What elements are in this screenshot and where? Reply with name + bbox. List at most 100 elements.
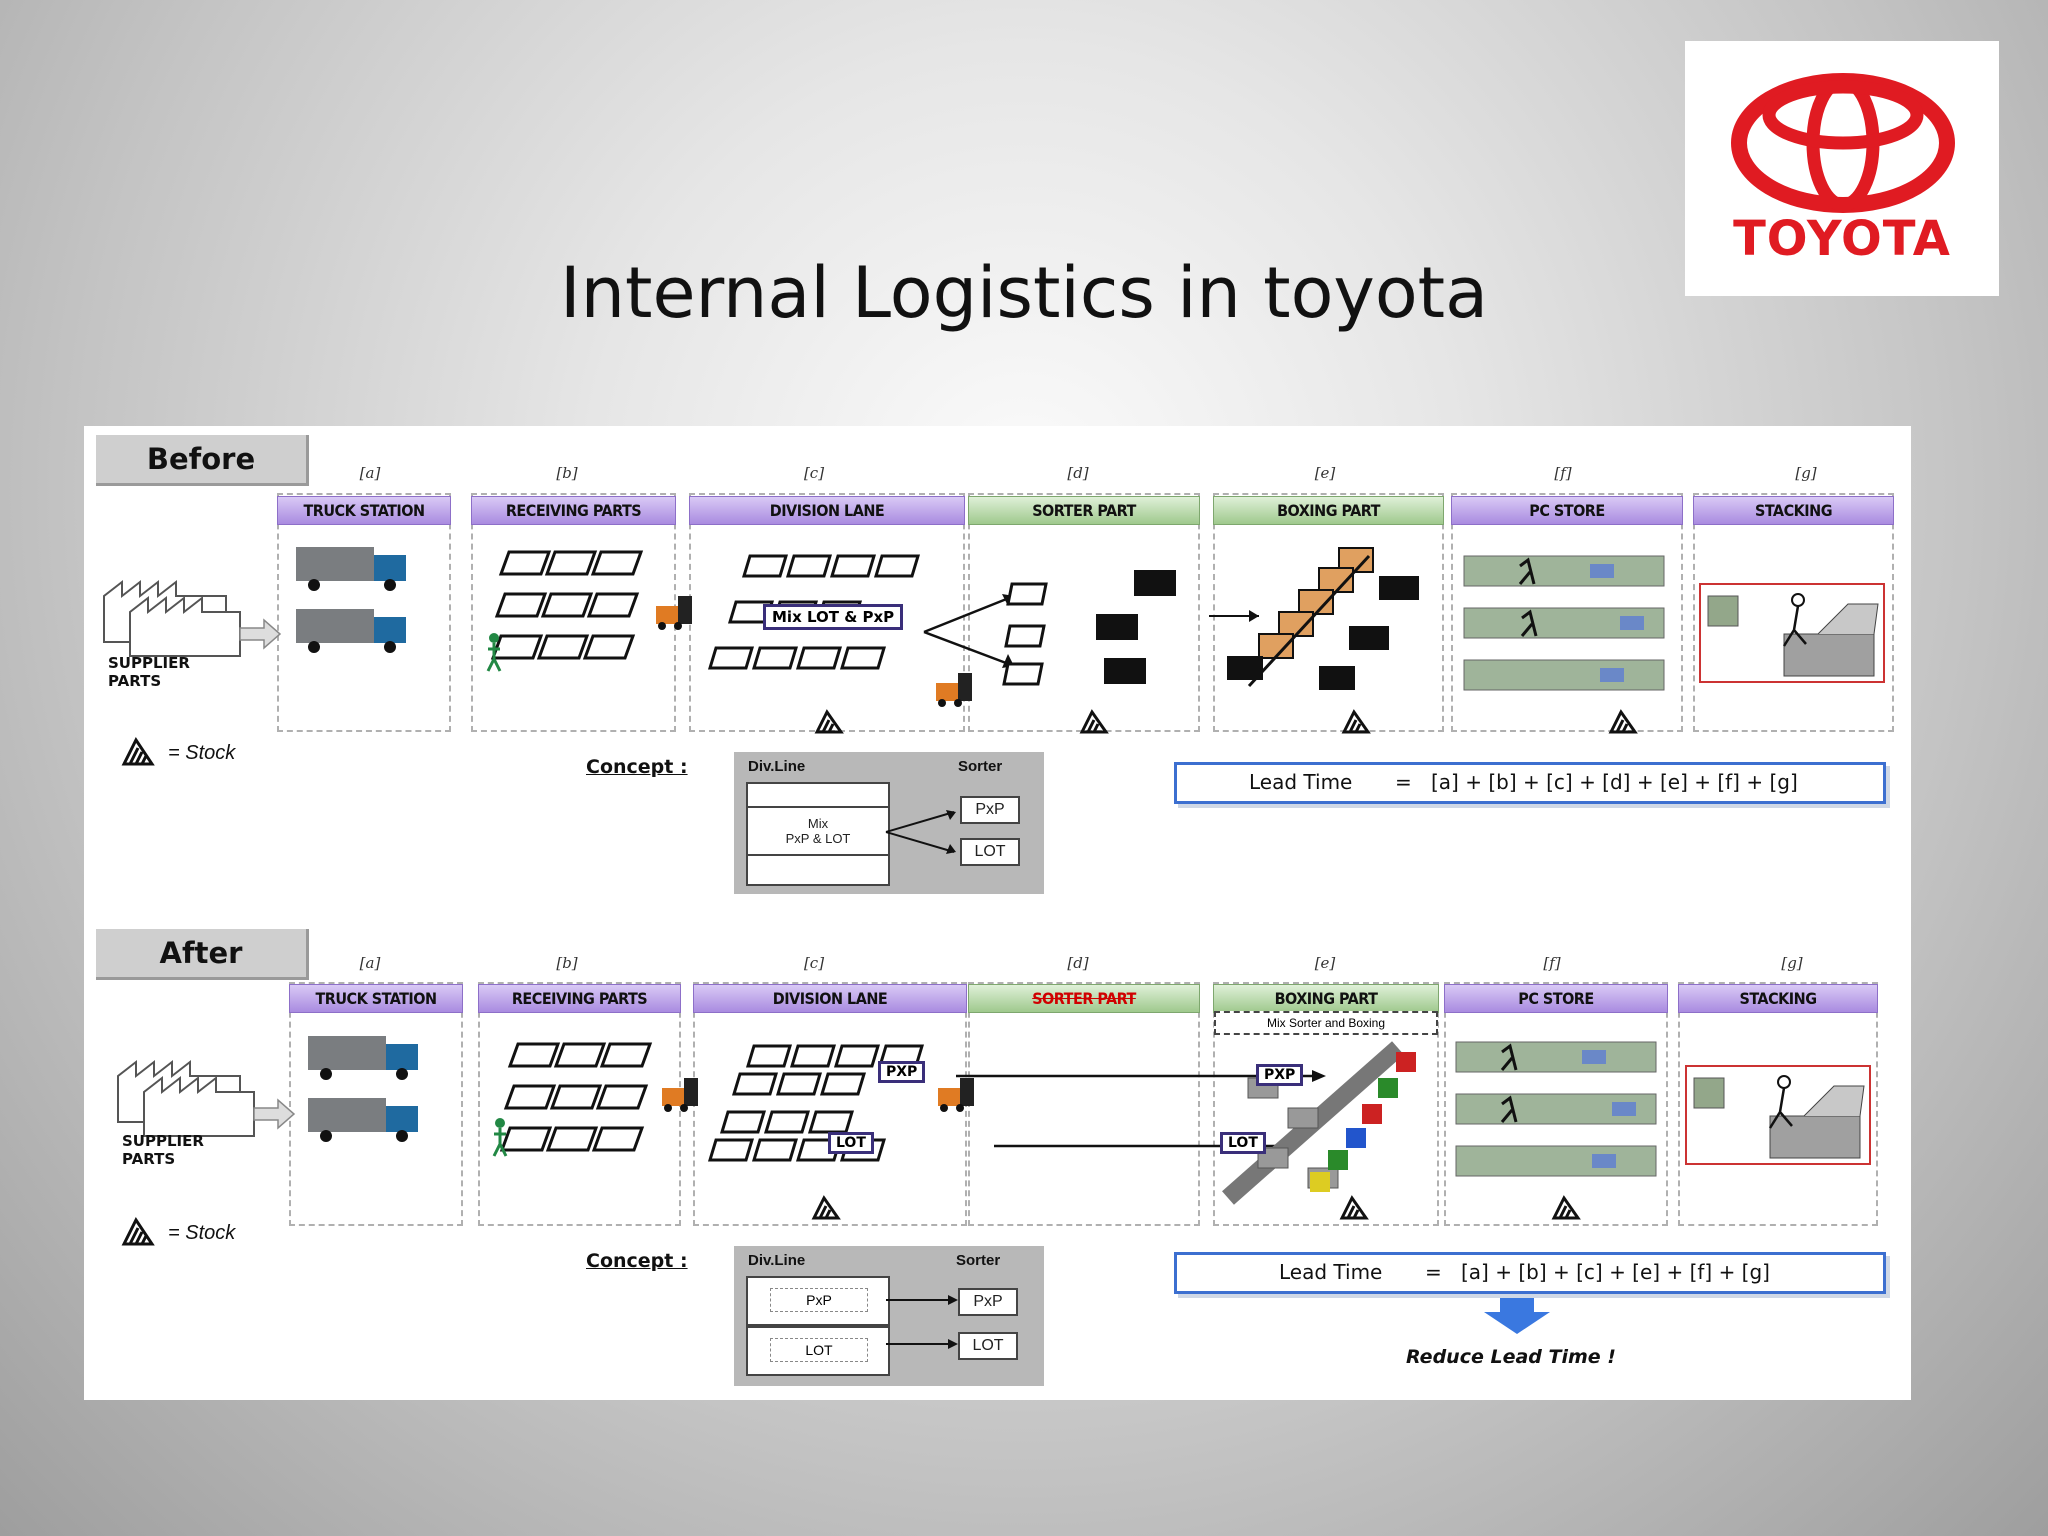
forklift-icon [662, 1078, 698, 1112]
stock-marker-icon [1608, 709, 1638, 734]
toyota-logo: TOYOTA [1685, 41, 1999, 296]
stage-key: [d] [1067, 464, 1089, 482]
stage-header: DIVISION LANE [689, 496, 965, 525]
truck-icon [308, 1036, 418, 1142]
supplier-label: PARTS [108, 672, 162, 690]
stage-key: [d] [1067, 954, 1089, 972]
lead-time-after: Lead Time = [a] + [b] + [c] + [e] + [f] … [1174, 1252, 1886, 1294]
lead-time-eq: = [1425, 1260, 1442, 1284]
lot-tag: LOT [1220, 1132, 1266, 1154]
factory-icon [103, 579, 282, 657]
stage-header: SORTER PART [968, 496, 1200, 525]
stage-column [1444, 982, 1668, 1226]
stage-key: [c] [803, 464, 825, 482]
concept-left-head: Div.Line [748, 1252, 806, 1269]
stage-header: PC STORE [1444, 984, 1668, 1013]
pxp-tag: PXP [878, 1061, 926, 1083]
concept-right-head: Sorter [956, 1252, 1001, 1269]
mix-sorter-boxing-icon [1222, 1041, 1416, 1205]
stage-key: [e] [1314, 464, 1336, 482]
stock-marker-icon [811, 1195, 841, 1220]
stock-marker-icon [1341, 709, 1371, 734]
boxing-line-icon [1209, 547, 1419, 690]
stock-marker-icon [1079, 709, 1109, 734]
stock-legend: = Stock [168, 1222, 236, 1244]
stage-header: STACKING [1678, 984, 1878, 1013]
stage-header: TRUCK STATION [277, 496, 451, 525]
stage-key: [b] [556, 464, 578, 482]
worker-icon [492, 1118, 508, 1157]
before-tab: Before [96, 435, 309, 486]
stage-column [1451, 493, 1683, 732]
concept-diagram: Div.Line Sorter PxP LOT PxP LOT [734, 1246, 1044, 1386]
stage-header: BOXING PART [1213, 984, 1439, 1013]
forklift-icon [938, 1078, 974, 1112]
stacking-icon [1699, 583, 1885, 683]
stage-header: PC STORE [1451, 496, 1683, 525]
concept-label: Concept : [586, 1250, 688, 1272]
diagram-panel: Before [a] [b] [c] [d] [e] [f] [g] TRUCK… [84, 426, 1911, 1400]
concept-in-lot: LOT [770, 1338, 868, 1362]
stage-key: [b] [556, 954, 578, 972]
stage-header: STACKING [1693, 496, 1894, 525]
boxing-subheader: Mix Sorter and Boxing [1214, 1011, 1438, 1035]
concept-mix-detail: PxP & LOT [785, 831, 851, 846]
stage-header: RECEIVING PARTS [471, 496, 676, 525]
stock-marker-icon [1339, 1195, 1369, 1220]
slide-title: Internal Logistics in toyota [559, 252, 1488, 334]
concept-arrows [885, 810, 956, 854]
lot-tag: LOT [828, 1132, 874, 1154]
stage-header: TRUCK STATION [289, 984, 463, 1013]
concept-out-pxp: PxP [960, 796, 1020, 824]
stage-key: [c] [803, 954, 825, 972]
factory-icon [117, 1059, 296, 1137]
supplier-label: SUPPLIER [122, 1132, 204, 1150]
concept-out-pxp: PxP [958, 1288, 1018, 1316]
truck-icon [296, 547, 406, 653]
stage-header: BOXING PART [1213, 496, 1444, 525]
lead-time-label: Lead Time [1249, 770, 1353, 794]
concept-left-head: Div.Line [748, 758, 806, 775]
stage-header: RECEIVING PARTS [478, 984, 681, 1013]
stage-column [1678, 982, 1878, 1226]
mix-lot-tag: Mix LOT & PxP [763, 604, 904, 630]
stage-key: [f] [1543, 954, 1561, 972]
lead-time-eq: = [1395, 770, 1412, 794]
lead-time-before: Lead Time = [a] + [b] + [c] + [d] + [e] … [1174, 762, 1886, 804]
lead-time-label: Lead Time [1279, 1260, 1383, 1284]
stage-key: [g] [1781, 954, 1803, 972]
concept-in-pxp: PxP [770, 1288, 868, 1312]
stage-column [1693, 493, 1894, 732]
stage-column [1213, 982, 1439, 1226]
forklift-icon [936, 673, 972, 707]
pc-store-shelves [1455, 1041, 1657, 1177]
stacking-icon [1685, 1065, 1871, 1165]
stock-legend: = Stock [168, 742, 236, 764]
stage-column [1213, 493, 1444, 732]
supplier-label: PARTS [122, 1150, 176, 1168]
concept-mix: Mix [807, 816, 829, 831]
lead-time-formula: [a] + [b] + [c] + [d] + [e] + [f] + [g] [1431, 770, 1798, 794]
stage-key: [e] [1314, 954, 1336, 972]
logo-wordmark: TOYOTA [1733, 211, 1951, 267]
stock-icon [121, 737, 155, 766]
pc-store-shelves [1463, 555, 1665, 691]
lead-time-formula: [a] + [b] + [c] + [e] + [f] + [g] [1461, 1260, 1770, 1284]
concept-arrows [886, 1295, 958, 1349]
stock-marker-icon [814, 709, 844, 734]
concept-label: Concept : [586, 756, 688, 778]
rack-icon [499, 1042, 653, 1152]
concept-right-head: Sorter [958, 758, 1003, 775]
worker-icon [486, 633, 502, 672]
stage-column [289, 982, 463, 1226]
forklift-icon [656, 596, 692, 630]
stage-key: [g] [1795, 464, 1817, 482]
pxp-tag: PXP [1256, 1064, 1304, 1086]
concept-out-lot: LOT [960, 838, 1020, 866]
stock-marker-icon [1551, 1195, 1581, 1220]
stock-icon [121, 1217, 155, 1246]
stage-column [277, 493, 451, 732]
stage-key: [a] [359, 954, 381, 972]
concept-out-lot: LOT [958, 1332, 1018, 1360]
concept-diagram: Div.Line Sorter Mix PxP & LOT PxP LOT [734, 752, 1044, 894]
